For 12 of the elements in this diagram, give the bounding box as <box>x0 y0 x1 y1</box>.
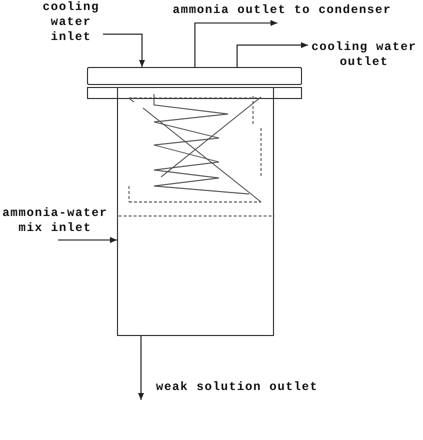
stream-label: weak solution outlet <box>153 380 321 395</box>
arrow <box>58 237 117 243</box>
arrow <box>194 20 278 67</box>
arrow <box>103 34 145 67</box>
vessel-body <box>117 87 274 336</box>
arrow <box>138 336 144 400</box>
arrow <box>236 42 308 67</box>
stream-label: ammonia-water mix inlet <box>1 206 109 236</box>
cover-plate <box>87 67 302 85</box>
stream-label: cooling water inlet <box>40 0 102 45</box>
stream-label: cooling water outlet <box>309 40 419 70</box>
stream-label: ammonia outlet to condenser <box>170 3 394 18</box>
